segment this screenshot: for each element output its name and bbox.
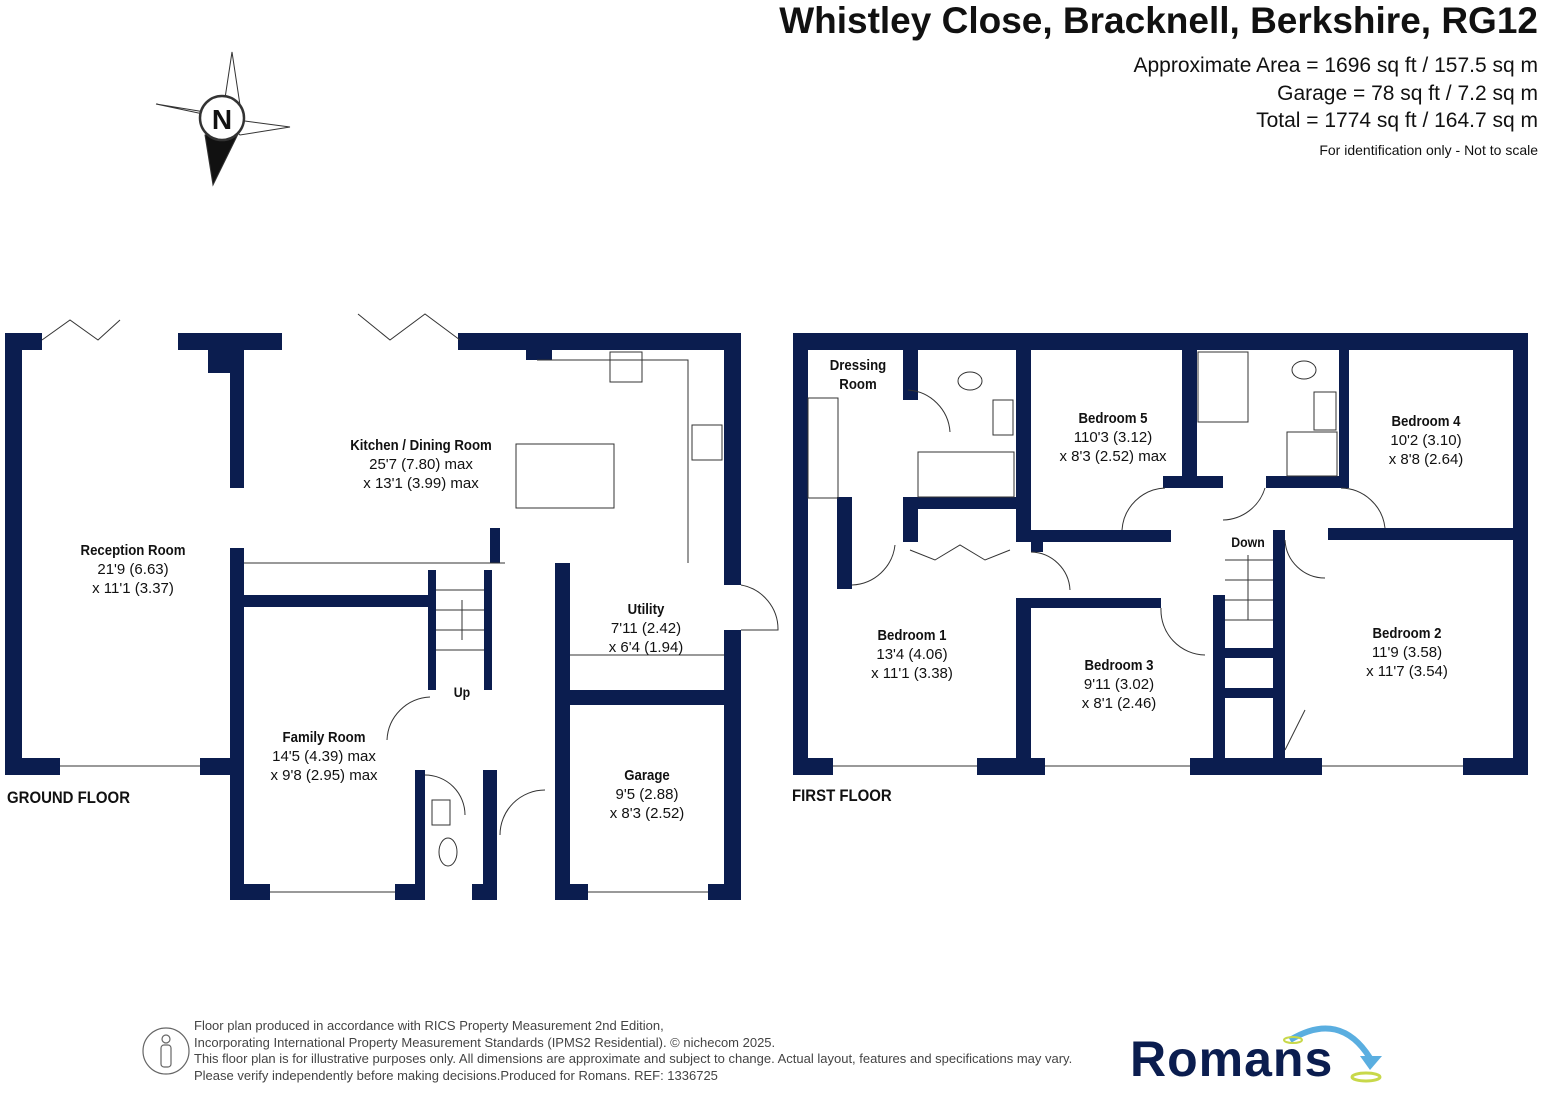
- scale-note: For identification only - Not to scale: [1319, 142, 1538, 158]
- ground-floor-fixtures: [41, 313, 779, 893]
- stairs-up-label: Up: [453, 684, 471, 700]
- garage-area: Garage = 78 sq ft / 7.2 sq m: [1277, 82, 1538, 105]
- first-floor-fixtures: [807, 351, 1463, 767]
- footer-line: Please verify independently before makin…: [194, 1067, 718, 1083]
- stairs-down-label: Down: [1231, 534, 1265, 550]
- romans-logo: Romans: [1130, 1031, 1334, 1087]
- ground-floor-walls: [5, 333, 741, 900]
- total-area: Total = 1774 sq ft / 164.7 sq m: [1256, 109, 1538, 132]
- ground-floor-label: GROUND FLOOR: [7, 788, 131, 807]
- property-title: Whistley Close, Bracknell, Berkshire, RG…: [779, 0, 1538, 41]
- footer-line: Incorporating International Property Mea…: [194, 1034, 776, 1050]
- footer-line: This floor plan is for illustrative purp…: [194, 1051, 1073, 1066]
- compass-north-label: N: [212, 104, 232, 135]
- footer-line: Floor plan produced in accordance with R…: [194, 1018, 664, 1033]
- compass-icon: [155, 51, 291, 187]
- romans-logo-arrow-icon: [1283, 1025, 1382, 1083]
- footer-disclaimer: Floor plan produced in accordance with R…: [194, 1018, 1072, 1084]
- accessibility-person-icon: [142, 1027, 190, 1075]
- first-floor-label: FIRST FLOOR: [792, 786, 892, 805]
- room-dressing: Dressing Room: [829, 357, 887, 393]
- approx-area: Approximate Area = 1696 sq ft / 157.5 sq…: [1133, 54, 1539, 77]
- first-floor-walls: [793, 333, 1528, 775]
